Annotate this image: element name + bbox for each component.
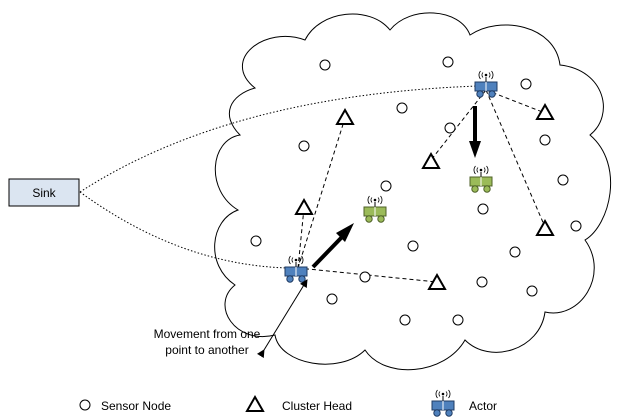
sensor-node <box>520 78 532 90</box>
movement-arrows <box>311 106 481 269</box>
legend: Sensor Node Cluster Head Actor <box>79 389 497 417</box>
legend-actor-label: Actor <box>469 399 497 413</box>
sensor-node <box>359 271 371 283</box>
legend-actor-symbol <box>431 389 455 417</box>
sensor-node <box>380 180 392 192</box>
cluster-head <box>335 107 355 125</box>
sensor-node <box>526 285 538 297</box>
annotation-line-1: Movement from one <box>154 327 261 341</box>
sensor-node <box>476 276 488 288</box>
sensor-node <box>396 102 408 114</box>
sink-label: Sink <box>32 186 56 200</box>
sensor-node <box>539 134 551 146</box>
sink-link-bottom <box>79 191 289 269</box>
sensor-node <box>557 174 569 186</box>
legend-sensor-node-symbol <box>79 399 91 411</box>
sensor-node <box>407 240 419 252</box>
sensor-node <box>319 59 331 71</box>
cluster-head <box>427 272 447 290</box>
sensor-node <box>452 314 464 326</box>
sensor-node <box>326 293 338 305</box>
legend-cluster-head-symbol <box>245 394 265 412</box>
cluster-heads <box>294 102 555 290</box>
sensor-node <box>477 203 489 215</box>
legend-sensor-node-label: Sensor Node <box>101 399 171 413</box>
sensor-node <box>509 246 521 258</box>
sensor-node <box>444 122 456 134</box>
sensor-node <box>298 140 310 152</box>
sensor-node <box>442 56 454 68</box>
annotation-line-2: point to another <box>165 343 248 357</box>
movement-arrow-up <box>311 235 344 269</box>
movement-arrow-up-head <box>336 223 354 242</box>
sensor-node <box>399 314 411 326</box>
sensor-nodes <box>250 56 582 326</box>
cluster-head <box>294 197 314 215</box>
sensor-node <box>250 235 262 247</box>
sink-box <box>8 178 80 207</box>
cluster-head <box>421 151 441 169</box>
network-cloud <box>214 12 612 371</box>
movement-arrow-down-head <box>469 141 481 158</box>
cluster-head <box>535 102 555 120</box>
cluster-head <box>535 218 555 236</box>
legend-cluster-head-label: Cluster Head <box>282 399 352 413</box>
sensor-node <box>570 220 582 232</box>
annotation-arrow <box>256 279 308 359</box>
sink: Sink <box>8 178 80 207</box>
dashed-links <box>297 89 546 283</box>
